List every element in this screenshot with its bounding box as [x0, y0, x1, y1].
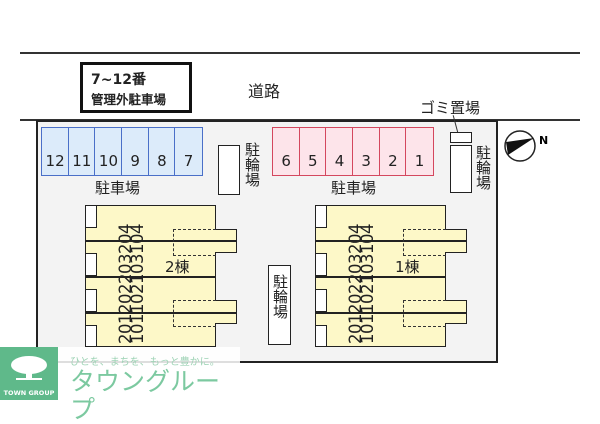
garbage-label: ゴミ置場	[420, 99, 481, 117]
parking-space: 10	[94, 127, 123, 176]
parking-space: 1	[405, 127, 434, 176]
note-line1: 7~12番	[91, 72, 146, 88]
parking-space: 9	[121, 127, 150, 176]
town-group-logo: TOWN GROUP	[0, 347, 58, 400]
parking-right: 6 5 4 3 2 1	[272, 127, 434, 176]
tree-icon	[11, 356, 47, 380]
unmanaged-parking-note: 7~12番 管理外駐車場	[80, 62, 192, 113]
compass-icon: N	[504, 130, 548, 162]
note-line2: 管理外駐車場	[91, 92, 167, 107]
logo-slogan: ひとを、まちを、もっと豊かに。	[70, 357, 220, 368]
garbage-area	[450, 132, 472, 143]
parking-space: 5	[298, 127, 327, 176]
bike-right-label: 駐輪場	[474, 145, 492, 190]
parking-space: 11	[67, 127, 96, 176]
units-lower: 101102103104	[128, 224, 147, 344]
bike-center-label: 駐輪場	[271, 274, 289, 319]
parking-left-label: 駐車場	[95, 179, 141, 197]
logo-name: タウングループ	[70, 367, 221, 424]
road-edge-top	[20, 52, 580, 54]
parking-space: 6	[272, 127, 301, 176]
road-edge-bottom	[20, 119, 580, 121]
logo-panel: ひとを、まちを、もっと豊かに。 タウングループ	[58, 347, 240, 424]
building-name: 1棟	[395, 258, 420, 276]
road-label: 道路	[248, 82, 281, 101]
bike-parking-right	[450, 145, 472, 193]
parking-left: 12 11 10 9 8 7	[41, 127, 203, 176]
parking-space: 12	[41, 127, 70, 176]
compass-letter: N	[539, 134, 548, 147]
parking-space: 8	[147, 127, 176, 176]
parking-space: 2	[378, 127, 407, 176]
parking-space: 3	[352, 127, 381, 176]
parking-space: 7	[174, 127, 203, 176]
logo-brand: TOWN GROUP	[3, 389, 55, 397]
bike-parking-left	[218, 145, 240, 195]
bike-parking-center: 駐輪場	[268, 265, 291, 345]
parking-space: 4	[325, 127, 354, 176]
parking-right-label: 駐車場	[331, 179, 377, 197]
bike-left-label: 駐輪場	[243, 142, 261, 187]
units-lower: 101102103104	[358, 224, 377, 344]
building-name: 2棟	[165, 258, 190, 276]
